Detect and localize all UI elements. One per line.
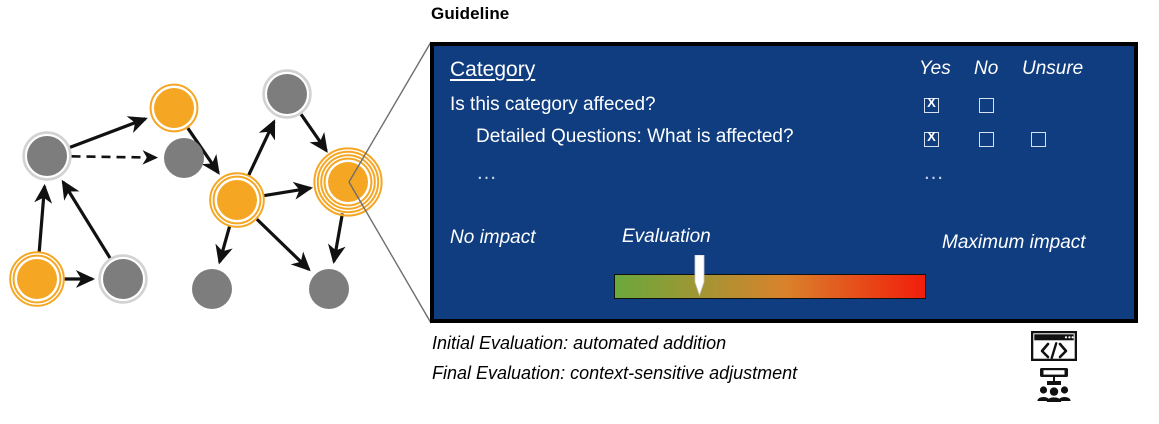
question-detail: Detailed Questions: What is affected? (476, 126, 794, 147)
column-header-no: No (974, 58, 999, 79)
checkbox-row2-unsure[interactable] (1031, 132, 1046, 147)
slider-handle[interactable] (693, 255, 706, 297)
node-ring (209, 172, 265, 228)
graph-edge (186, 127, 220, 175)
node-ring (149, 83, 199, 133)
graph-node[interactable] (262, 69, 312, 119)
graph-edges (34, 113, 346, 288)
graph-edge (61, 179, 112, 259)
column-header-yes: Yes (919, 58, 951, 79)
checkbox-row1-no[interactable] (979, 98, 994, 113)
graph-nodes (9, 69, 383, 309)
node-core[interactable] (192, 269, 232, 309)
graph-node[interactable] (149, 83, 199, 133)
people-presentation-icon (1037, 368, 1071, 402)
node-ring (98, 254, 148, 304)
scale-max-label: Maximum impact (942, 232, 1086, 253)
graph-node[interactable] (313, 147, 383, 217)
scale-title: Evaluation (622, 226, 711, 247)
node-core[interactable] (328, 162, 368, 202)
node-ring (320, 154, 376, 210)
answers-ellipsis: … (923, 161, 946, 184)
node-ring (12, 254, 62, 304)
legend-final-evaluation: Final Evaluation: context-sensitive adju… (432, 363, 798, 383)
evaluation-slider[interactable] (614, 255, 926, 299)
graph-edge (71, 150, 159, 165)
questions-ellipsis: … (476, 161, 499, 184)
node-core[interactable] (164, 138, 204, 178)
node-ring (313, 147, 383, 217)
graph-edge (263, 181, 314, 200)
node-ring (212, 175, 262, 225)
node-core[interactable] (103, 259, 143, 299)
code-window-icon (1031, 331, 1077, 361)
graph-edge (327, 213, 346, 264)
question-main: Is this category affeced? (450, 94, 656, 115)
checkbox-row2-no[interactable] (979, 132, 994, 147)
graph-node[interactable] (192, 269, 232, 309)
graph-node[interactable] (309, 269, 349, 309)
node-ring (323, 157, 373, 207)
graph-edge (299, 113, 328, 153)
callout-lines (348, 41, 432, 324)
graph-node[interactable] (98, 254, 148, 304)
graph-edge (247, 119, 276, 177)
checkbox-row1-yes[interactable] (924, 95, 939, 113)
node-core[interactable] (267, 74, 307, 114)
node-core[interactable] (309, 269, 349, 309)
graph-edge (255, 217, 311, 272)
column-header-unsure: Unsure (1022, 58, 1084, 79)
graph-edge (69, 116, 148, 149)
node-ring (9, 251, 65, 307)
node-ring (22, 131, 72, 181)
graph-node[interactable] (164, 138, 204, 178)
node-core[interactable] (217, 180, 257, 220)
legend-initial-evaluation: Initial Evaluation: automated addition (432, 333, 727, 353)
guideline-panel: Category Is this category affeced? Detai… (430, 42, 1138, 323)
scale-min-label: No impact (450, 227, 536, 248)
category-heading: Category (450, 58, 536, 81)
node-ring (316, 150, 380, 214)
graph-node[interactable] (9, 251, 65, 307)
checkbox-row2-yes[interactable] (924, 129, 939, 147)
graph-edge (215, 225, 233, 265)
node-core[interactable] (27, 136, 67, 176)
node-core[interactable] (154, 88, 194, 128)
graph-edge (34, 183, 53, 253)
guideline-title: Guideline (431, 4, 510, 23)
node-core[interactable] (17, 259, 57, 299)
slider-gradient-track (615, 275, 925, 298)
dependency-graph (9, 69, 383, 309)
node-ring (262, 69, 312, 119)
graph-node[interactable] (209, 172, 265, 228)
graph-node[interactable] (22, 131, 72, 181)
